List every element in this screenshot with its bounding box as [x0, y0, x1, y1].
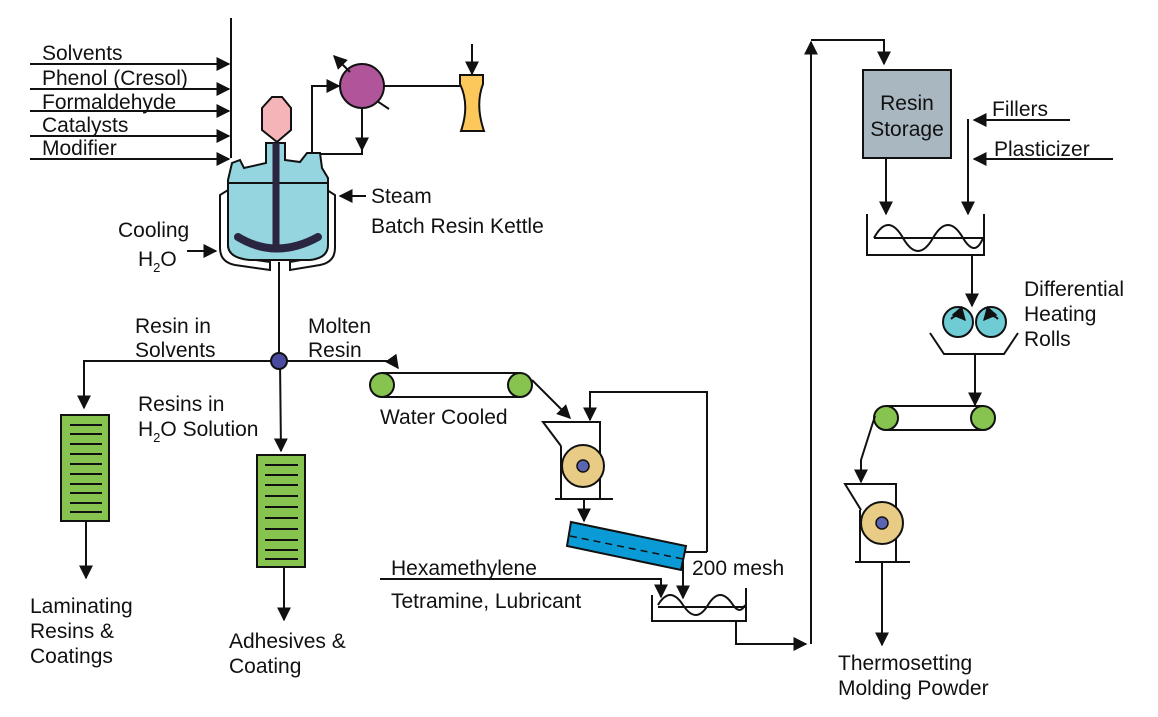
blender-to-elevator-arrow [735, 621, 808, 651]
additive-label-2: Tetramine, Lubricant [391, 590, 581, 613]
storage-label-2: Storage [870, 118, 944, 141]
conveyor-roller-icon [507, 372, 533, 398]
filter-press-adhesives [256, 454, 306, 622]
solvent-branch-line [77, 360, 279, 410]
heating-roll-icon [975, 306, 1007, 338]
adhesives-label-2: Coating [229, 655, 301, 678]
resin-storage-tank [862, 69, 952, 159]
rotation-arrow-icon [983, 305, 999, 322]
heating-roll-icon [942, 306, 974, 338]
feed-label-catalysts: Catalysts [42, 114, 128, 137]
mixer-screw-icon [873, 224, 984, 252]
vapor-line [311, 79, 341, 153]
rolls-label-2: Heating [1024, 303, 1096, 326]
condenser-coolant-in [376, 100, 390, 110]
differential-heating-rolls [929, 305, 1019, 355]
molding-powder-label-2: Molding Powder [838, 677, 989, 700]
resin-in-solvents-label-2: Solvents [135, 339, 216, 362]
molten-resin-label-2: Resin [308, 339, 362, 362]
feed-label-phenol: Phenol (Cresol) [42, 67, 188, 90]
oversize-recycle-line [583, 391, 708, 552]
resins-in-water-label-2: H2O Solution [138, 418, 258, 445]
molten-resin-label-1: Molten [308, 315, 371, 338]
feed-label-modifier: Modifier [42, 137, 117, 160]
laminating-label-3: Coatings [30, 645, 113, 668]
cooling-label: Cooling [118, 219, 189, 242]
resins-in-water-label-1: Resins in [138, 393, 224, 416]
storage-label-1: Resin [880, 92, 934, 115]
molding-powder-label-1: Thermosetting [838, 652, 972, 675]
adhesives-label-1: Adhesives & [229, 630, 346, 653]
resin-in-solvents-label-1: Resin in [135, 315, 211, 338]
rolls-label-3: Rolls [1024, 328, 1071, 351]
filter-press-icon [256, 454, 306, 568]
screen-icon [565, 520, 688, 572]
water-cooled-conveyor [369, 372, 533, 398]
additive-label-1: Hexamethylene [391, 557, 537, 580]
rolls-label-1: Differential [1024, 278, 1124, 301]
condenser-loop [311, 44, 486, 155]
conveyor-roller-icon [970, 405, 996, 431]
conveyor-to-grinder-arrow [854, 415, 876, 484]
reflux-line [320, 108, 363, 155]
water-branch-line [273, 360, 288, 453]
elevator-to-storage-arrow [811, 39, 891, 66]
feed-label-formaldehyde: Formaldehyde [42, 91, 176, 114]
mixer-screw-icon [657, 594, 746, 616]
grinder-mill-1 [541, 421, 613, 500]
kettle-name-label: Batch Resin Kettle [371, 215, 544, 238]
screen-200-mesh [565, 520, 688, 572]
junction-node [270, 352, 288, 370]
batch-resin-kettle [219, 96, 336, 272]
cooling-water-label: H2O [138, 248, 177, 275]
molten-branch-line [279, 353, 399, 370]
feed-inputs: Solvents Phenol (Cresol) Formaldehyde Ca… [30, 18, 232, 166]
grinder-mill-2 [843, 483, 910, 563]
laminating-label-1: Laminating [30, 595, 133, 618]
vacuum-ejector-icon [459, 74, 486, 132]
blender-1 [651, 588, 747, 622]
rotation-arrow-icon [950, 305, 966, 322]
conveyor-to-grinder-arrow [531, 379, 571, 419]
water-cooled-label: Water Cooled [380, 406, 508, 429]
conveyor-roller-icon [873, 405, 899, 431]
screen-mesh-label: 200 mesh [692, 557, 784, 580]
additive-feed-arrow [380, 578, 668, 599]
grinder-hub-icon [875, 516, 889, 530]
agitator-blade [234, 233, 322, 253]
filter-press-laminating [60, 414, 110, 580]
steam-label: Steam [371, 185, 432, 208]
conveyor-roller-icon [369, 372, 395, 398]
blender-2 [866, 214, 985, 256]
feed-label-solvents: Solvents [42, 42, 123, 65]
cooling-conveyor [873, 405, 996, 431]
filter-press-icon [60, 414, 110, 522]
condenser-coolant-out [333, 55, 351, 73]
grinder-hub-icon [576, 459, 590, 473]
agitator-motor-icon [261, 96, 292, 144]
plasticizer-label: Plasticizer [994, 138, 1090, 161]
laminating-label-2: Resins & [30, 620, 114, 643]
fillers-label: Fillers [992, 98, 1048, 121]
